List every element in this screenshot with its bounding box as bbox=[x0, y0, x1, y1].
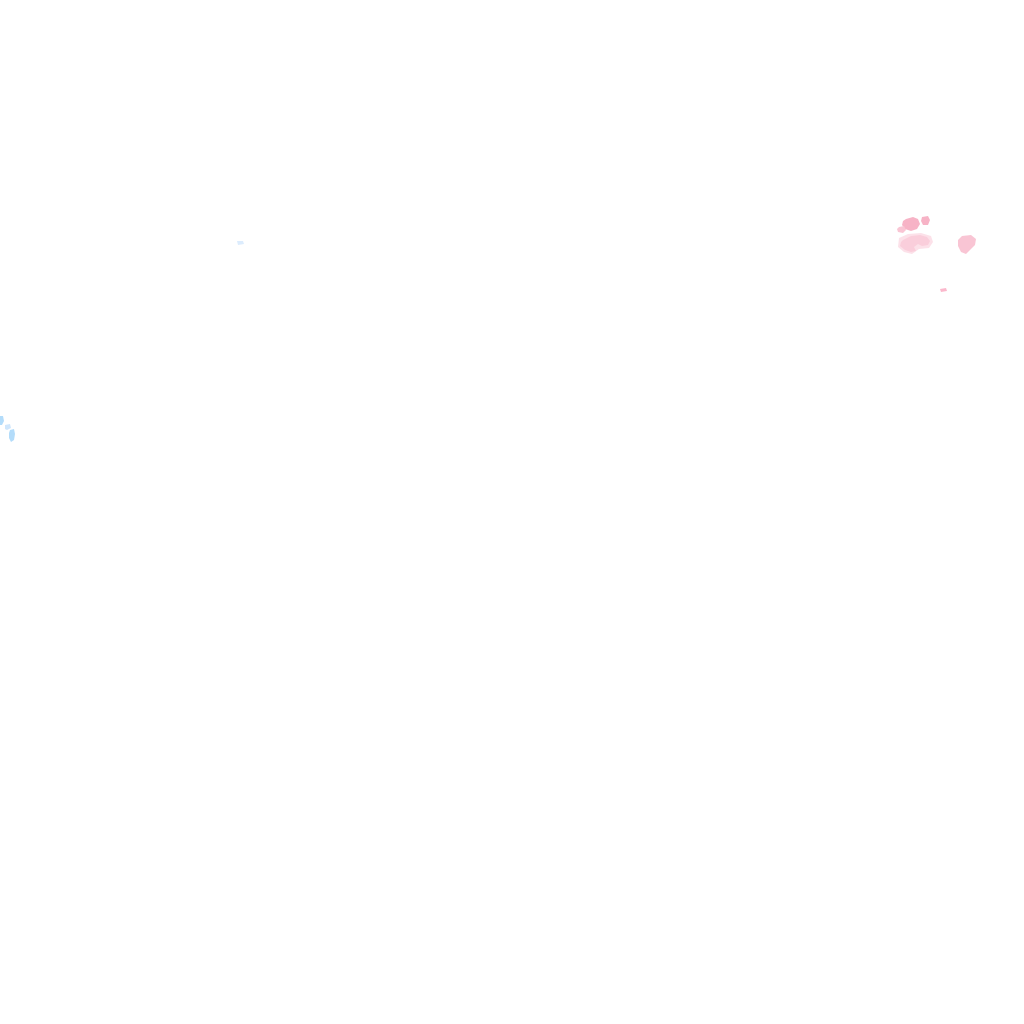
region-isolated-blue-speck[interactable] bbox=[237, 241, 244, 245]
region-niihau[interactable] bbox=[897, 226, 906, 233]
region-group-hawaii[interactable] bbox=[897, 216, 976, 292]
region-hawaii-big-island[interactable] bbox=[958, 235, 976, 254]
region-kauai[interactable] bbox=[902, 217, 920, 231]
region-hawaii-outlying-speck[interactable] bbox=[940, 288, 947, 292]
region-group-blue-islands[interactable] bbox=[0, 241, 244, 442]
region-west-island-middle[interactable] bbox=[5, 424, 11, 430]
region-west-island-lower[interactable] bbox=[9, 429, 15, 442]
region-maui-halo bbox=[898, 233, 933, 254]
region-oahu[interactable] bbox=[921, 216, 930, 225]
region-west-island-upper[interactable] bbox=[0, 416, 4, 425]
